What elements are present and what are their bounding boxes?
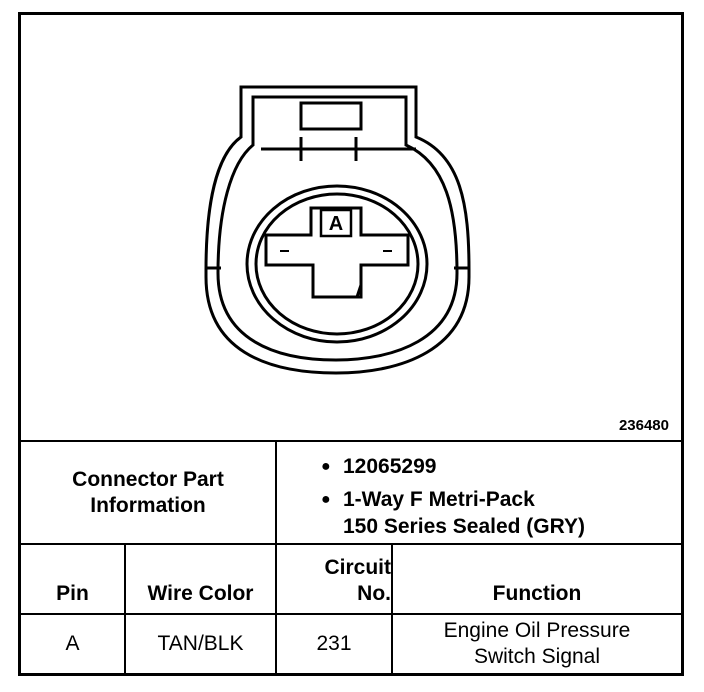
info-label-line2: Information (90, 493, 206, 517)
col-divider-2 (275, 543, 277, 673)
terminal-cavity (264, 206, 410, 299)
info-vline (275, 440, 277, 543)
row-circuit: 231 (316, 632, 352, 655)
bullet-icon: ● (321, 491, 331, 508)
seal-ring-inner (254, 192, 420, 336)
header-divider (21, 613, 681, 615)
latch-tab (299, 101, 363, 131)
header-circuit-line2: No. (357, 582, 391, 605)
header-function: Function (492, 582, 582, 605)
header-pin: Pin (56, 582, 89, 605)
row-pin: A (65, 632, 80, 655)
connector-part-info-label: Connector Part Information (21, 442, 275, 543)
description-line2: 150 Series Sealed (GRY) (343, 515, 586, 538)
connector-diagram-frame: A 236480 Connector Part Information ● 12… (18, 12, 684, 676)
col-divider-1 (124, 543, 126, 673)
info-bullet-description: ● 1-Way F Metri-Pack 150 Series Sealed (… (321, 486, 585, 540)
row-function: Engine Oil Pressure Switch Signal (393, 615, 681, 673)
col-divider-3 (391, 543, 393, 673)
table-top-border (21, 440, 681, 442)
seal-ring-outer (245, 184, 429, 344)
header-circuit-no: Circuit No. (277, 545, 391, 613)
connector-face-drawing: A (204, 85, 471, 375)
pin-id-label: A (329, 213, 343, 235)
row-function-line2: Switch Signal (473, 645, 601, 668)
figure-id: 236480 (618, 417, 669, 434)
row-function-line1: Engine Oil Pressure (443, 619, 631, 642)
info-bullet-part-number: ● 12065299 (321, 453, 585, 480)
connector-outer-body (204, 85, 471, 375)
pin-id-box (319, 208, 353, 238)
info-divider (21, 543, 681, 545)
info-label-line1: Connector Part (72, 467, 224, 491)
description-line1: 1-Way F Metri-Pack (343, 488, 535, 511)
header-wire-color: Wire Color (147, 582, 254, 605)
row-wire-color: TAN/BLK (157, 632, 244, 655)
part-number: 12065299 (343, 455, 437, 478)
bullet-icon: ● (321, 458, 331, 475)
header-circuit-line1: Circuit (324, 556, 391, 579)
connector-inner-outline (216, 95, 459, 362)
connector-part-info-list: ● 12065299 ● 1-Way F Metri-Pack 150 Seri… (321, 453, 585, 540)
